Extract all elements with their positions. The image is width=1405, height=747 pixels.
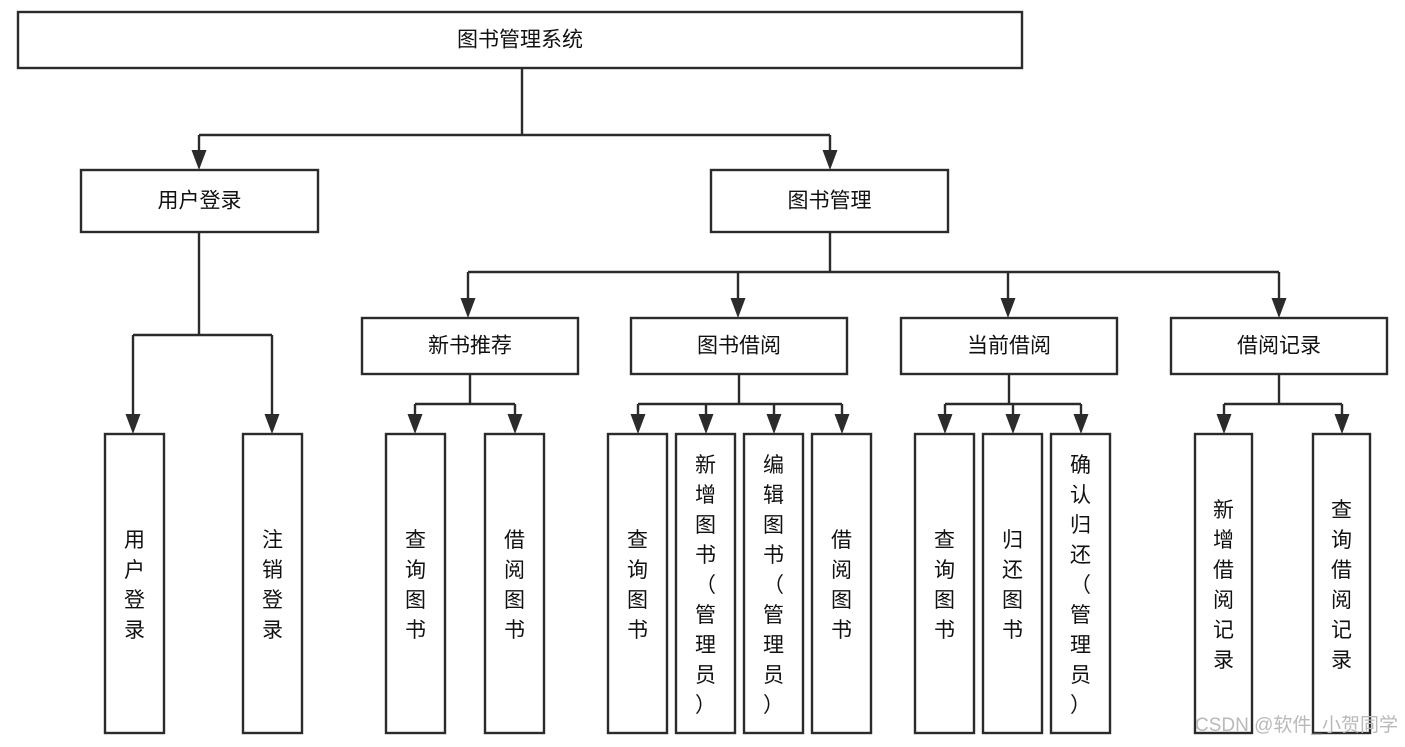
node-label-leaf-query-book-current: 查询图书 [934,529,955,642]
node-label-current-borrow: 当前借阅 [967,335,1051,358]
connector-c-bm-a3 [1000,272,1016,318]
node-leaf-user-login[interactable]: 用户登录 [103,432,166,735]
node-label-book-manage: 图书管理 [788,190,872,213]
node-box-leaf-add-book-admin[interactable] [674,432,737,735]
node-user-login[interactable]: 用户登录 [79,168,320,234]
node-leaf-query-borrow-record[interactable]: 查询借阅记录 [1311,432,1372,735]
node-layer: 图书管理系统用户登录图书管理新书推荐图书借阅当前借阅借阅记录用户登录注销登录查询… [16,10,1389,735]
node-box-leaf-query-borrow-record[interactable] [1311,432,1372,735]
node-label-leaf-edit-book-admin: 编辑图书（管理员） [763,454,784,717]
connector-c-bb-a3 [766,404,782,434]
node-box-user-login[interactable] [79,168,320,234]
node-label-leaf-user-login: 用户登录 [124,529,145,642]
node-box-leaf-query-book-recommend[interactable] [384,432,447,735]
connector-c-cb-a1 [937,404,953,434]
node-label-borrow-record: 借阅记录 [1237,335,1321,358]
connector-c-br-a2 [1334,404,1350,434]
csdn-watermark: CSDN @软件_小贺同学 [1195,714,1398,736]
node-leaf-query-book-recommend[interactable]: 查询图书 [384,432,447,735]
node-box-leaf-user-login[interactable] [103,432,166,735]
node-new-book-recommend[interactable]: 新书推荐 [360,316,580,376]
node-leaf-edit-book-admin[interactable]: 编辑图书（管理员） [742,432,805,735]
node-label-root: 图书管理系统 [457,29,583,52]
node-label-user-login: 用户登录 [158,190,242,213]
connector-c-bb-a1 [630,404,646,434]
node-book-borrow[interactable]: 图书借阅 [629,316,849,376]
node-leaf-confirm-return-admin[interactable]: 确认归还（管理员） [1049,432,1112,735]
node-box-current-borrow[interactable] [899,316,1119,376]
node-label-leaf-return-book: 归还图书 [1002,529,1023,642]
connector-c-user-login-a1 [125,335,141,434]
node-leaf-add-borrow-record[interactable]: 新增借阅记录 [1193,432,1254,735]
node-leaf-borrow-book-recommend[interactable]: 借阅图书 [483,432,546,735]
node-box-leaf-logout[interactable] [241,432,304,735]
node-leaf-query-book-current[interactable]: 查询图书 [913,432,976,735]
node-leaf-add-book-admin[interactable]: 新增图书（管理员） [674,432,737,735]
node-box-leaf-borrow-book[interactable] [810,432,873,735]
node-box-leaf-query-book-current[interactable] [913,432,976,735]
node-root[interactable]: 图书管理系统 [16,10,1024,70]
node-box-root[interactable] [16,10,1024,70]
node-box-leaf-confirm-return-admin[interactable] [1049,432,1112,735]
node-leaf-logout[interactable]: 注销登录 [241,432,304,735]
connector-layer [125,68,1350,434]
node-leaf-borrow-book[interactable]: 借阅图书 [810,432,873,735]
connector-c-bm-a2 [730,272,746,318]
connector-c-br-a1 [1216,404,1232,434]
node-box-book-borrow[interactable] [629,316,849,376]
node-current-borrow[interactable]: 当前借阅 [899,316,1119,376]
node-box-leaf-edit-book-admin[interactable] [742,432,805,735]
node-label-leaf-add-borrow-record: 新增借阅记录 [1213,499,1234,672]
node-box-leaf-query-book-borrow[interactable] [606,432,669,735]
node-label-leaf-query-book-borrow: 查询图书 [627,529,648,642]
node-leaf-query-book-borrow[interactable]: 查询图书 [606,432,669,735]
node-label-new-book-recommend: 新书推荐 [428,335,512,358]
node-label-leaf-borrow-book: 借阅图书 [831,529,852,642]
node-label-leaf-logout: 注销登录 [262,529,283,642]
connector-c-bb-a4 [834,404,850,434]
node-label-leaf-query-borrow-record: 查询借阅记录 [1331,499,1352,672]
node-label-leaf-add-book-admin: 新增图书（管理员） [695,454,716,717]
connector-c-root-to-user-login [191,135,207,170]
node-box-book-manage[interactable] [709,168,950,234]
connector-c-cb-a3 [1073,404,1089,434]
connector-c-bm-a4 [1271,272,1287,318]
node-box-new-book-recommend[interactable] [360,316,580,376]
node-box-leaf-return-book[interactable] [981,432,1044,735]
node-borrow-record[interactable]: 借阅记录 [1169,316,1389,376]
node-box-leaf-add-borrow-record[interactable] [1193,432,1254,735]
connector-c-nbr-a1 [407,404,423,434]
node-label-leaf-query-book-recommend: 查询图书 [405,529,426,642]
connector-c-cb-a2 [1005,404,1021,434]
node-label-leaf-confirm-return-admin: 确认归还（管理员） [1070,454,1091,717]
node-book-manage[interactable]: 图书管理 [709,168,950,234]
connector-c-nbr-a2 [507,404,523,434]
connector-c-root-to-book-manage [822,135,838,170]
connector-c-bm-a1 [460,272,476,318]
node-label-leaf-borrow-book-recommend: 借阅图书 [504,529,525,642]
node-label-book-borrow: 图书借阅 [697,335,781,358]
connector-c-bb-a2 [698,404,714,434]
node-leaf-return-book[interactable]: 归还图书 [981,432,1044,735]
node-box-borrow-record[interactable] [1169,316,1389,376]
node-box-leaf-borrow-book-recommend[interactable] [483,432,546,735]
connector-c-user-login-a2 [264,335,280,434]
